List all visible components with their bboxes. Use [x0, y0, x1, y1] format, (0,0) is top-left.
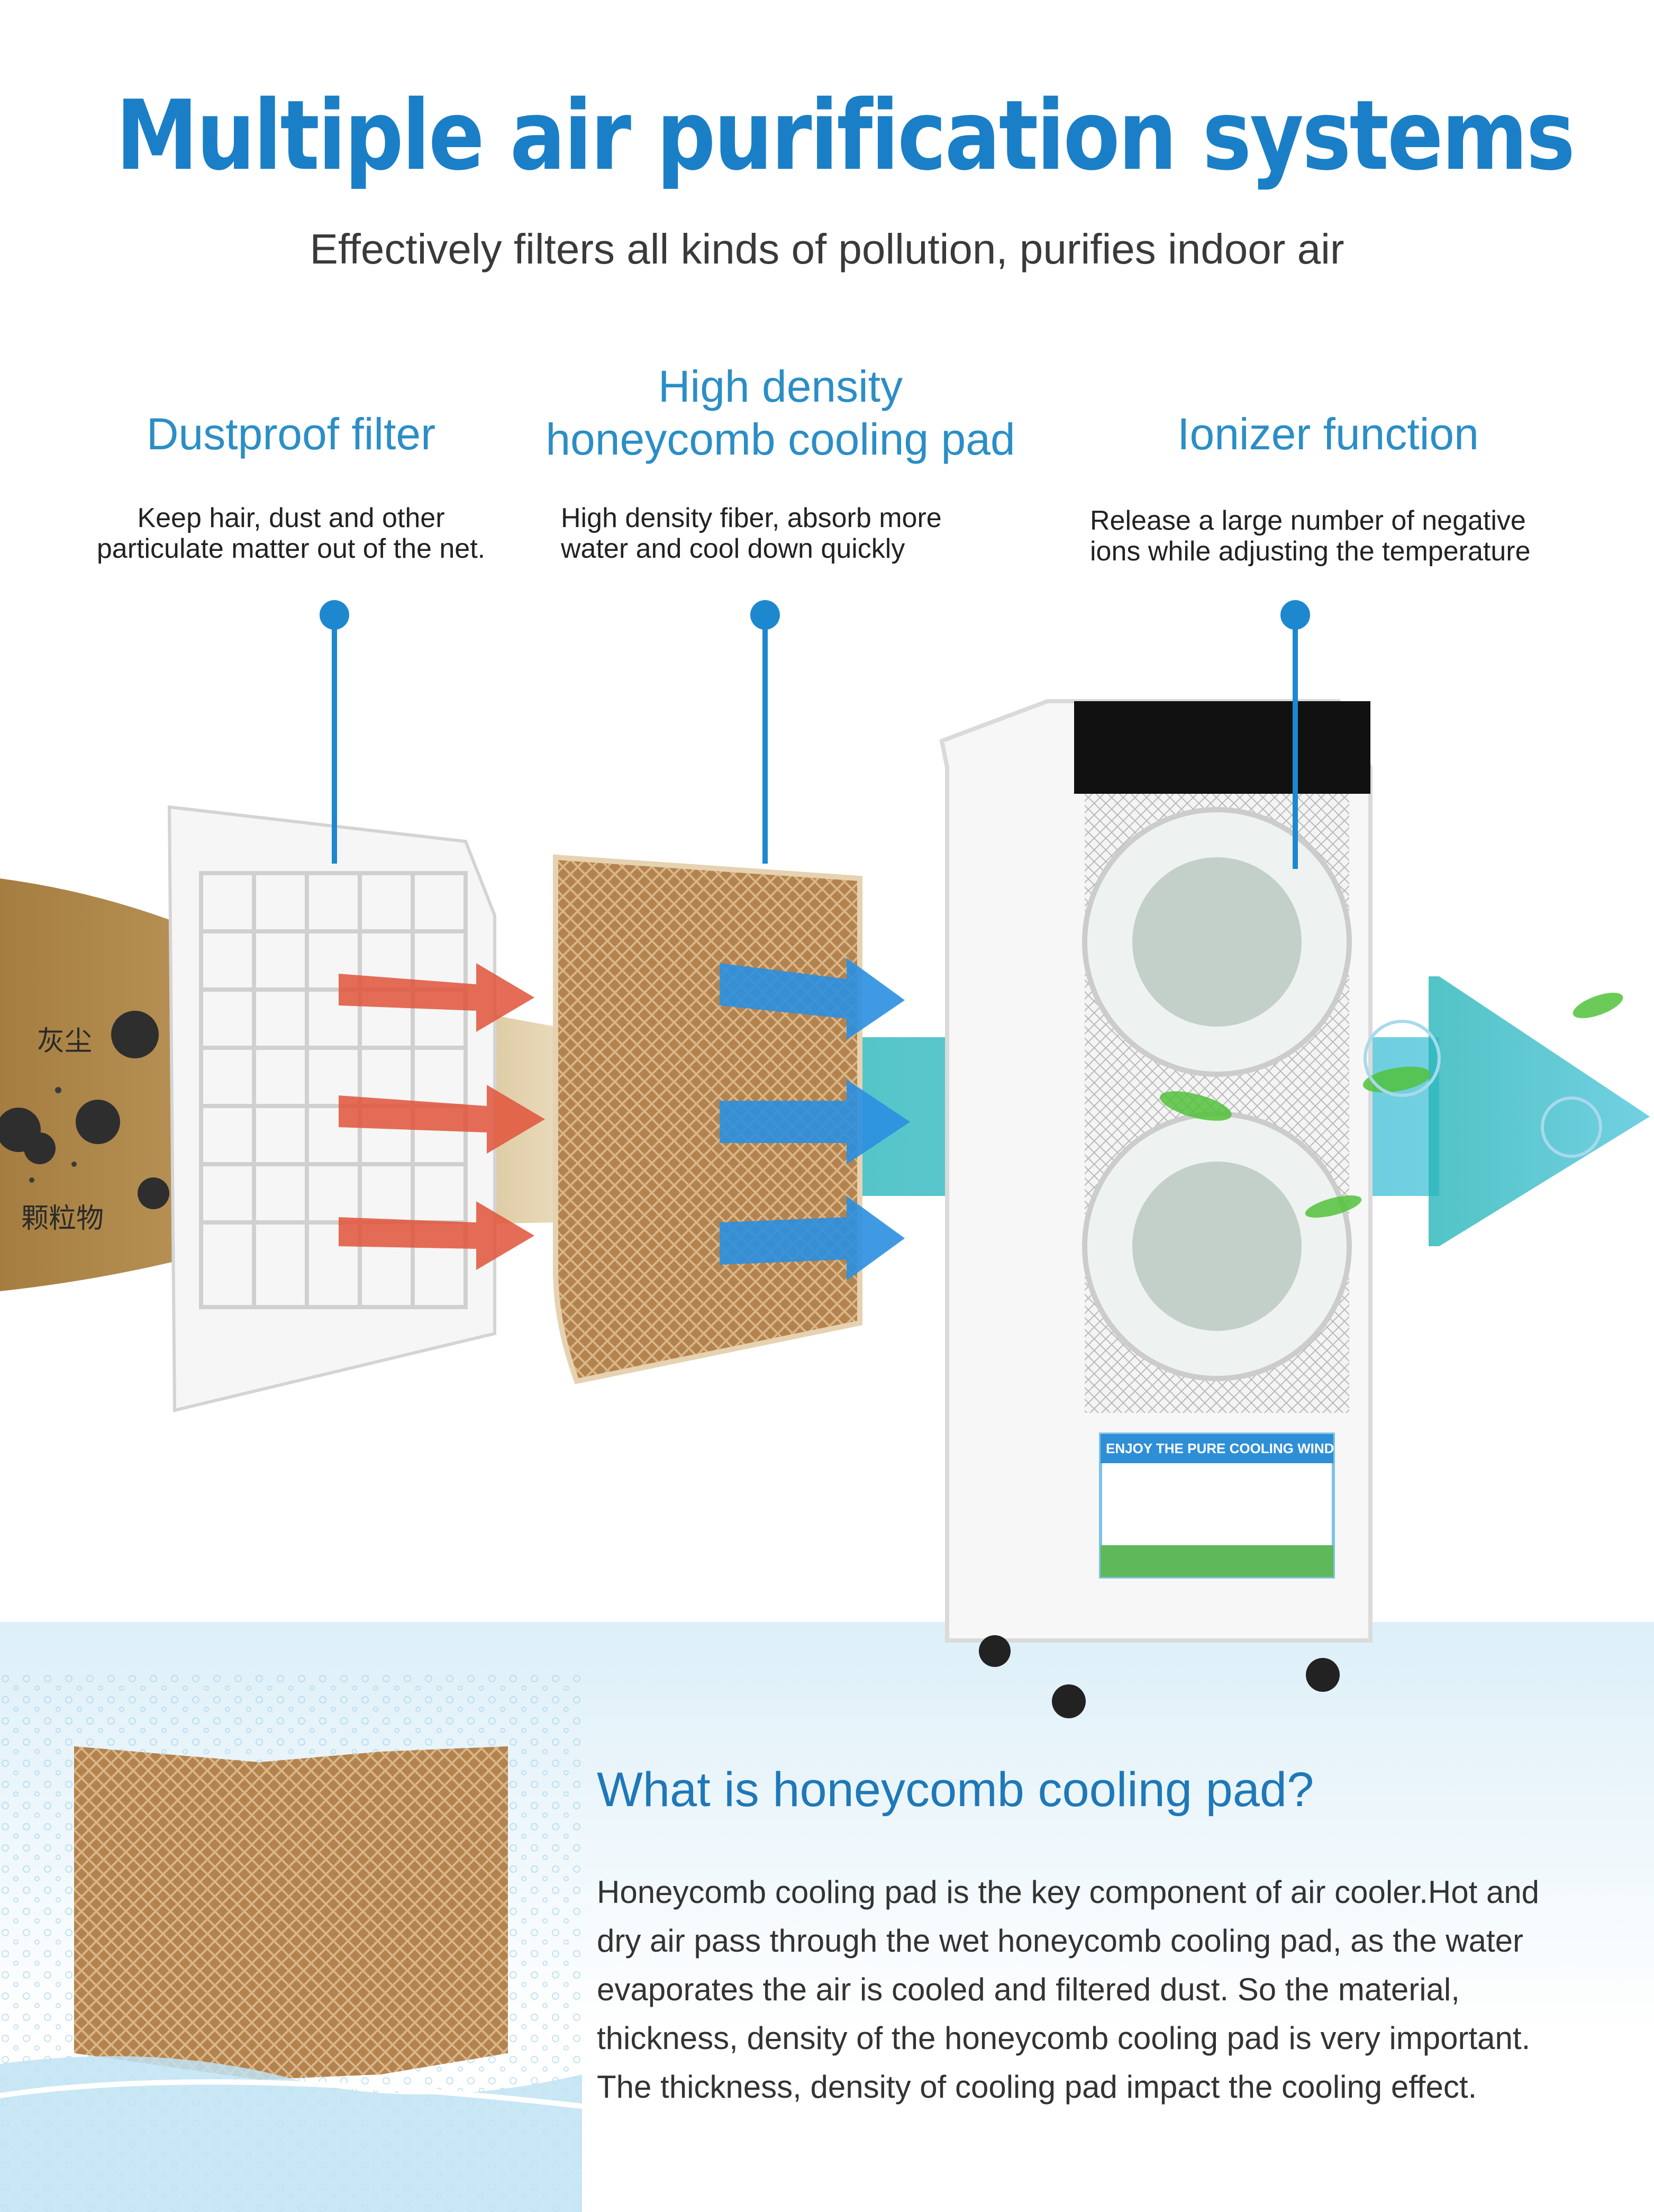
hot-air-arrows [339, 963, 545, 1270]
feature-dustproof-desc: Keep hair, dust and other particulate ma… [53, 503, 529, 564]
info-heading: What is honeycomb cooling pad? [597, 1763, 1314, 1817]
feature-dustproof-title: Dustproof filter [146, 409, 436, 459]
feature-honeycomb-desc-line: High density fiber, absorb more [561, 503, 942, 533]
feature-honeycomb-title-line: High density [658, 361, 903, 411]
air-cooler-graphic [939, 699, 1373, 1718]
feature-dustproof-desc-line: particulate matter out of the net. [96, 533, 486, 564]
particulate-label: 颗粒物 [21, 1203, 104, 1235]
feature-honeycomb-title-line: honeycomb cooling pad [546, 414, 1015, 464]
page-title: Multiple air purification systems [115, 79, 1575, 192]
clean-air-arrow [1429, 976, 1650, 1246]
dustproof-filter-graphic [167, 805, 496, 1412]
feature-ionizer-title: Ionizer function [1177, 409, 1479, 459]
feature-ionizer-desc: Release a large number of negative ions … [1090, 505, 1577, 567]
wet-honeycomb-pad-graphic [0, 1672, 583, 2212]
feature-honeycomb-desc-line: water and cool down quickly [561, 533, 905, 564]
dust-particles [0, 1011, 169, 1209]
feature-honeycomb-title: High density honeycomb cooling pad [508, 360, 1053, 466]
feature-ionizer-desc-line: Release a large number of negative [1090, 505, 1526, 536]
feature-ionizer-desc-line: ions while adjusting the temperature [1090, 536, 1531, 567]
device-sticker-text: ENJOY THE PURE COOLING WIND [1106, 1440, 1334, 1456]
leaf-decorations [1160, 992, 1623, 1218]
feature-dustproof-desc-line: Keep hair, dust and other [137, 503, 445, 533]
ion-bubbles [1364, 1020, 1602, 1158]
dust-label: 灰尘 [37, 1026, 93, 1057]
feature-honeycomb-desc: High density fiber, absorb more water an… [561, 503, 1005, 564]
info-body: Honeycomb cooling pad is the key compone… [597, 1874, 1540, 2105]
page-subtitle: Effectively filters all kinds of polluti… [310, 225, 1344, 273]
feature-pins [320, 600, 1310, 869]
cool-air-arrows [720, 958, 910, 1281]
